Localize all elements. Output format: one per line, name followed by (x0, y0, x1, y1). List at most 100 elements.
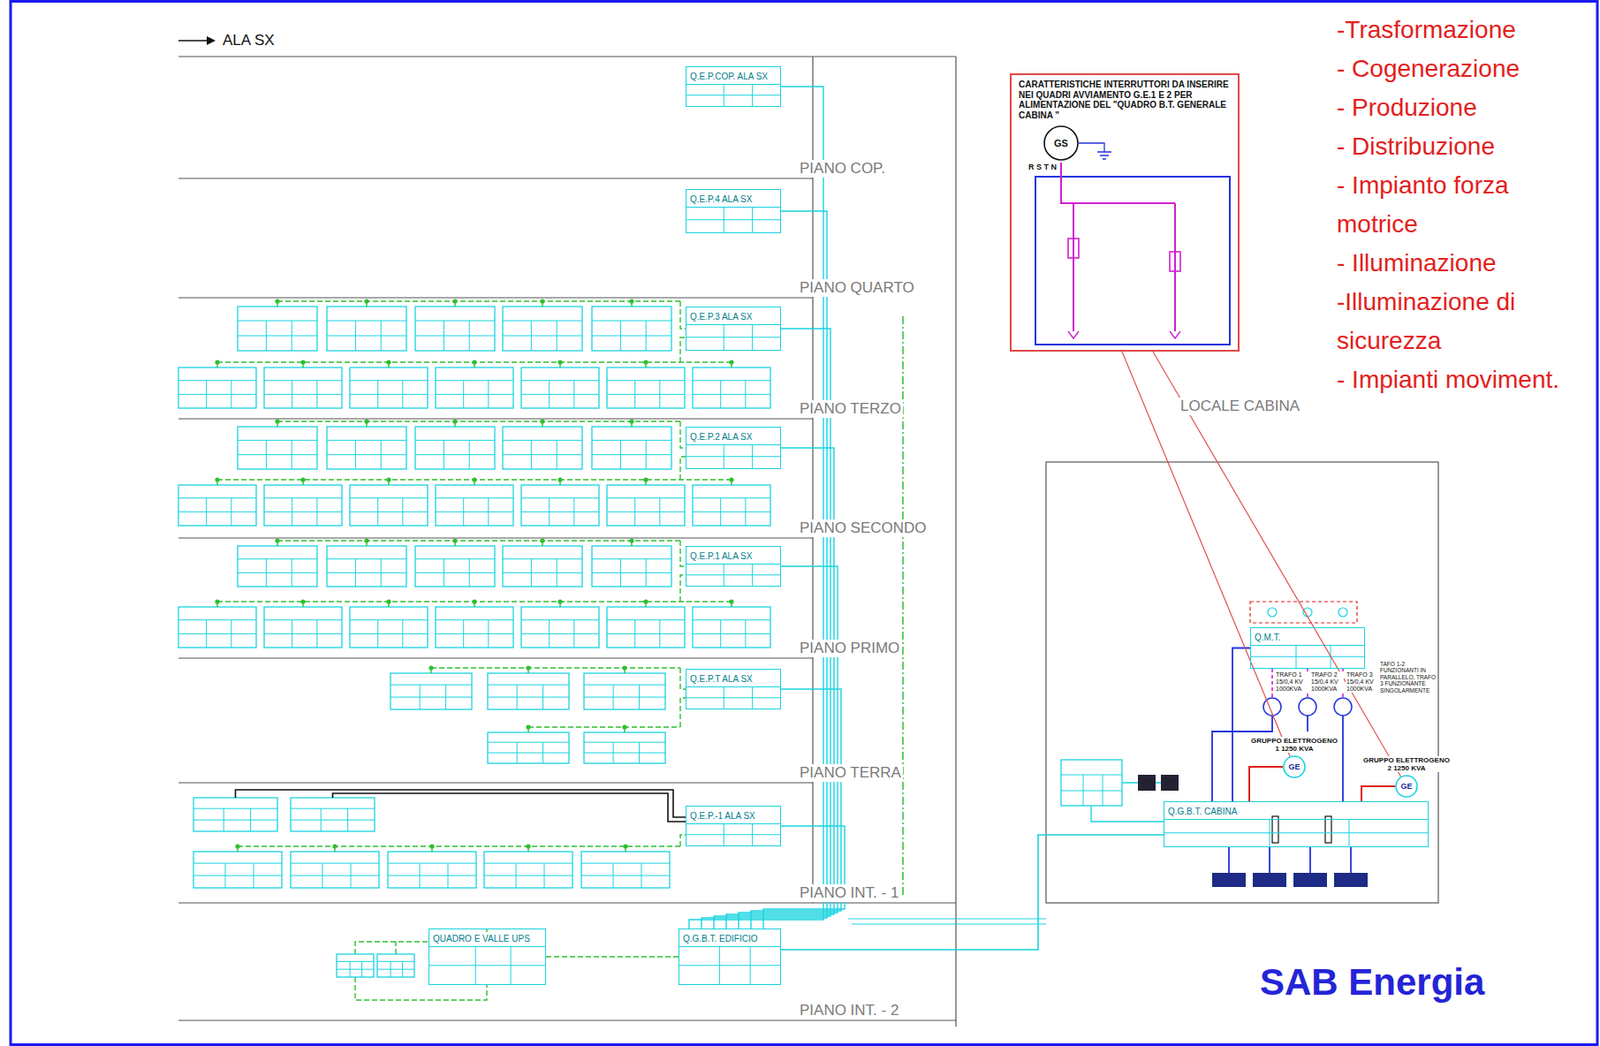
floor-panel-grid (591, 320, 672, 351)
transformer-label: TRAFO 1 15/0,4 KV 1000KVA (1274, 671, 1309, 693)
floor-panel-grid (435, 498, 514, 526)
floor-panel-grid (583, 684, 666, 710)
breaker-symbol (1068, 238, 1079, 258)
junction-dot (525, 843, 531, 849)
floor-panel (521, 485, 600, 526)
cable-connector (738, 566, 838, 929)
wing-label: ALA SX (222, 31, 275, 50)
floor-panel-grid (390, 684, 472, 710)
panel-feeder (277, 421, 686, 448)
switchboard-grid (685, 824, 782, 847)
schematic-wire (1061, 162, 1176, 332)
topic-list: -Trasformazione- Cogenerazione- Produzio… (1336, 10, 1580, 400)
floor-panel (435, 606, 514, 648)
junction-dot (363, 298, 369, 304)
floor-panel (692, 606, 771, 648)
floor-panel-grid (581, 863, 670, 888)
floor-panel-grid (606, 620, 685, 648)
panel-feeder (431, 667, 686, 690)
building-section-lines (178, 56, 956, 1027)
floor-panel (484, 851, 573, 888)
floor-panel (290, 851, 380, 888)
schematic-wire-end (1068, 331, 1181, 339)
floor-panel (349, 606, 428, 648)
floor-panel-grid (415, 320, 495, 351)
junction-dot (629, 538, 634, 543)
breaker-symbol (1169, 251, 1181, 272)
floor-label: PIANO QUARTO (797, 279, 917, 297)
generator-label: GRUPPO ELETTROGENO 1 1250 KVA (1250, 736, 1339, 753)
floor-panel (415, 545, 495, 587)
wing-arrow (178, 39, 209, 42)
cable-connector (763, 826, 845, 929)
junction-dot (429, 843, 434, 849)
switchboard-grid (685, 687, 782, 710)
floor-panel (502, 426, 583, 470)
floor-panel (692, 485, 771, 526)
switchboard-box: Q.E.P.T ALA SX (685, 668, 782, 710)
switchboard-grid (1163, 819, 1429, 848)
aux-panel (1061, 759, 1123, 806)
outgoing-device (1212, 872, 1246, 888)
floor-panel-grid (692, 498, 771, 526)
generator-circle: GEGRUPPO ELETTROGENO 1 1250 KVA (1282, 755, 1306, 779)
ground-symbol (1078, 143, 1112, 160)
junction-dot (274, 538, 280, 543)
bullet-item: -Illuminazione di sicurezza (1336, 282, 1580, 361)
floor-panel-grid (349, 498, 428, 526)
floor-panel (583, 732, 666, 764)
junction-dot (274, 418, 280, 424)
box-title: Q.E.P.2 ALA SX (686, 430, 756, 445)
wing-arrowhead (206, 36, 216, 46)
bullet-item: - Impianti moviment. (1336, 360, 1580, 400)
junction-dot (452, 298, 457, 304)
bullet-item: - Distribuzione (1336, 127, 1580, 167)
floor-panel-grid (264, 498, 342, 526)
floor-panel (377, 954, 415, 978)
floor-panel-grid (193, 863, 282, 888)
floor-panel (387, 851, 477, 888)
box-title: Q.E.P.1 ALA SX (686, 549, 756, 564)
cable-connector (1361, 786, 1396, 802)
junction-dot (539, 298, 545, 304)
floor-panel-grid (387, 863, 477, 888)
switchboard-grid (685, 445, 782, 470)
floor-panel (237, 306, 318, 351)
aux-wire (1091, 782, 1164, 822)
cable-connector (689, 86, 824, 929)
junction-dot (629, 298, 634, 304)
floor-panel-grid (521, 498, 600, 526)
box-title: Q.E.P.4 ALA SX (686, 192, 756, 207)
floor-panel (290, 797, 375, 832)
junction-dot (621, 665, 627, 670)
floor-panel-grid (290, 808, 375, 832)
switchboard-box: Q.E.P.1 ALA SX (685, 545, 782, 587)
junction-dot (557, 359, 562, 364)
floor-panel-grid (326, 439, 407, 470)
box-title: QUADRO E VALLE UPS (429, 932, 534, 947)
junction-dot (471, 599, 477, 604)
switchboard-grid (685, 207, 782, 234)
outgoing-feeder (1228, 847, 1351, 873)
generator-circle: GEGRUPPO ELETTROGENO 2 1250 KVA (1395, 774, 1419, 798)
floor-panel (606, 367, 685, 409)
junction-dot (471, 477, 477, 482)
floor-label: PIANO COP. (797, 159, 888, 178)
floor-panel (326, 426, 407, 470)
outgoing-device (1293, 872, 1328, 888)
panel-feeder (528, 697, 686, 733)
floor-label: PIANO TERZO (797, 400, 903, 418)
floor-panel (336, 954, 374, 978)
floor-label: PIANO INT. - 2 (797, 1001, 901, 1020)
switchboard-grid (678, 947, 782, 986)
panel-feeder (217, 456, 732, 486)
box-title: Q.E.P.COP. ALA SX (686, 69, 772, 84)
floor-panel-grid (435, 620, 514, 648)
switchboard-grid (685, 84, 782, 107)
junction-dot (557, 599, 562, 604)
generator-label: GRUPPO ELETTROGENO 2 1250 KVA (1362, 756, 1451, 773)
floor-label: PIANO TERRA (797, 764, 903, 782)
cable-connector (1249, 766, 1283, 802)
floor-panel (390, 673, 472, 710)
